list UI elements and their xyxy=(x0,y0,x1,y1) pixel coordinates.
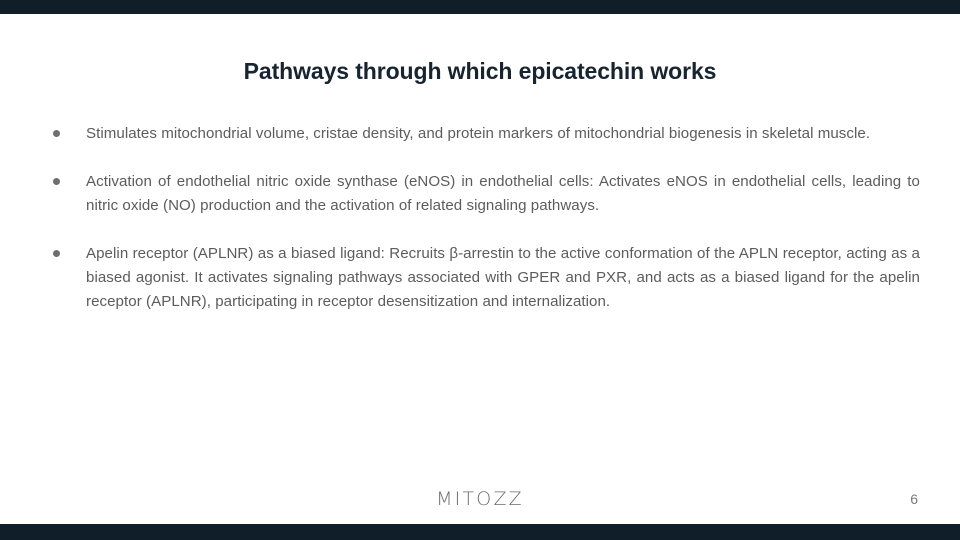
bottom-accent-bar xyxy=(0,524,960,540)
slide-footer: MITOZZ 6 xyxy=(0,482,960,524)
top-accent-bar xyxy=(0,0,960,14)
bullet-list: Stimulates mitochondrial volume, cristae… xyxy=(50,122,920,314)
list-item: Stimulates mitochondrial volume, cristae… xyxy=(50,122,920,146)
list-item: Activation of endothelial nitric oxide s… xyxy=(50,170,920,218)
page-title: Pathways through which epicatechin works xyxy=(243,58,717,84)
bullet-dot-icon xyxy=(50,122,86,146)
bullet-dot-icon xyxy=(50,242,86,266)
page-number: 6 xyxy=(910,491,918,507)
bullet-dot-icon xyxy=(50,170,86,194)
list-item-text: Apelin receptor (APLNR) as a biased liga… xyxy=(86,245,920,310)
list-item-text: Stimulates mitochondrial volume, cristae… xyxy=(86,125,871,142)
list-item: Apelin receptor (APLNR) as a biased liga… xyxy=(50,242,920,314)
list-item-text: Activation of endothelial nitric oxide s… xyxy=(86,173,920,214)
brand-logo: MITOZZ xyxy=(436,488,524,510)
